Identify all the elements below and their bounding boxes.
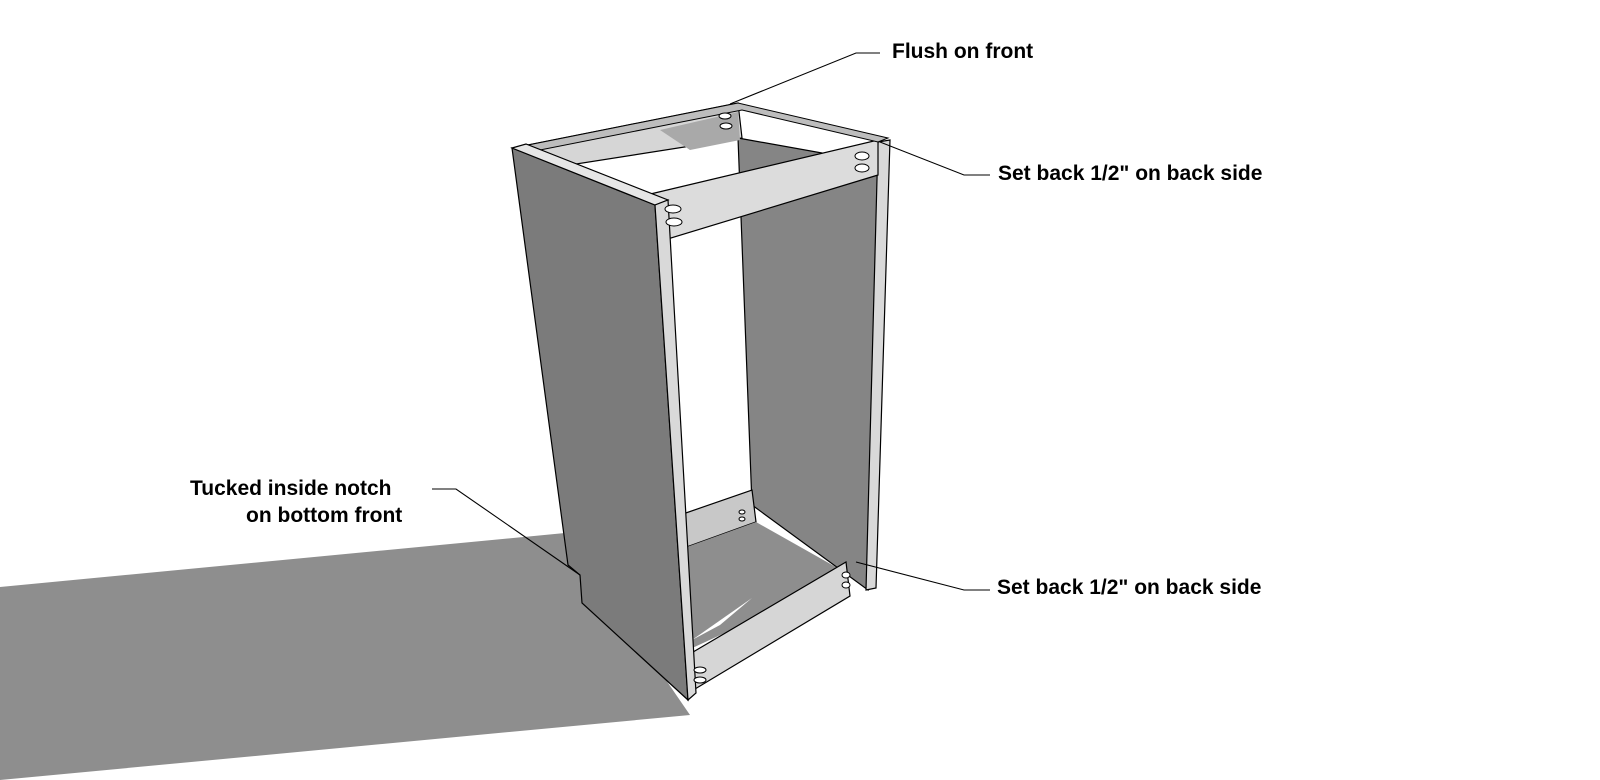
top-back-rail-shadow [660, 112, 740, 150]
pocket-hole [693, 666, 707, 674]
pocket-hole [664, 204, 682, 214]
pocket-hole [854, 151, 870, 161]
pocket-hole [841, 571, 851, 579]
pocket-hole [738, 516, 746, 522]
pocket-hole [854, 163, 870, 173]
left-side-panel-front-edge [654, 199, 697, 702]
floor-light-patch [692, 598, 752, 640]
callout-tucked-line1: Tucked inside notch [190, 477, 392, 500]
leader-set-back-top [879, 141, 990, 176]
pocket-hole [841, 581, 851, 589]
pocket-hole [718, 112, 732, 120]
pocket-hole [719, 122, 733, 130]
callout-leaders [432, 52, 990, 591]
pocket-hole [738, 509, 746, 515]
callout-set-back-bottom: Set back 1/2" on back side [997, 576, 1262, 599]
callout-set-back-top: Set back 1/2" on back side [998, 162, 1263, 185]
pocket-holes [664, 112, 870, 684]
pocket-hole [665, 217, 683, 227]
leader-set-back-bottom [855, 561, 990, 591]
right-side-panel-edge [865, 139, 891, 591]
callout-tucked-line2: on bottom front [246, 504, 403, 527]
leader-flush-front [729, 52, 880, 105]
cabinet-shadow [0, 533, 690, 780]
callout-flush-front: Flush on front [892, 40, 1034, 63]
pocket-hole [693, 676, 707, 684]
leader-tucked [432, 488, 581, 576]
